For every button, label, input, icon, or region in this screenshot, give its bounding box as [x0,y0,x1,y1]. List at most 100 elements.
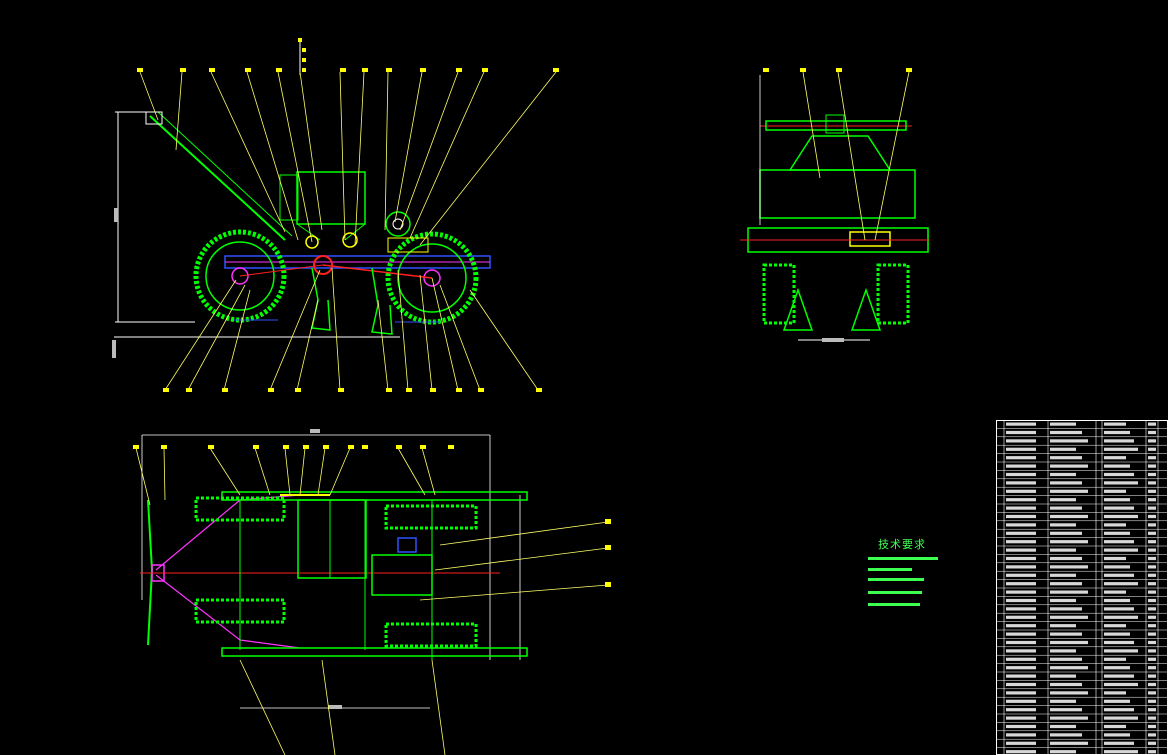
table-cell-text [1148,548,1156,552]
table-cell-text [1104,674,1134,678]
table-cell-text [1050,573,1076,577]
table-cell-text [1148,657,1156,661]
fertilizer-wheel-hub [392,218,404,230]
technical-requirements-notes [868,557,938,606]
table-cell-text [1050,531,1082,535]
table-cell-text [1104,666,1130,670]
table-cell-text [1006,565,1036,569]
right-opener-front [850,287,882,331]
table-cell-text [1050,447,1076,451]
table-cell-text [1050,674,1076,678]
table-cell-text [1148,708,1156,712]
table-cell-text [1148,456,1156,460]
table-cell-text [1104,422,1126,426]
table-cell-text [1104,573,1134,577]
table-cell-text [1050,498,1076,502]
table-cell-text [1104,523,1126,527]
hopper-front [788,135,892,171]
table-cell-text [1148,649,1156,653]
fertilizer-wheel [385,211,411,237]
bottom-callout-tags [163,388,542,392]
table-cell-text [1104,716,1138,720]
table-cell-text [1006,531,1036,535]
hitch-block [825,114,845,134]
table-cell-text [1104,456,1126,460]
table-cell-text [1006,472,1036,477]
drive-sprocket [313,255,333,275]
hopper-line [344,223,366,241]
table-cell-text [1104,691,1126,695]
table-cell-text [1148,565,1156,569]
right-wheel-front [876,263,910,325]
table-cell-text [1006,464,1036,468]
table-cell-text [1050,481,1082,485]
table-cell-text [1148,640,1156,645]
table-cell-text [1104,439,1134,443]
table-cell-text [1050,523,1076,527]
table-cell-text [1006,750,1036,754]
table-cell-text [1050,472,1076,477]
table-cell-text [1104,607,1134,611]
table-cell-text [1104,498,1130,502]
table-cell-text [1006,439,1036,443]
table-cell-text [1006,447,1036,451]
table-cell-text [1050,699,1076,703]
table-cell-text [1050,548,1076,552]
leader-tag [302,48,306,52]
seed-opener-front [311,267,331,331]
leader-tag [302,58,306,62]
table-cell-text [1050,632,1082,636]
front-view [740,68,930,342]
idler-gear [305,235,319,249]
table-cell-text [1006,674,1036,678]
table-cell-text [1104,682,1138,687]
seed-opener-rear [371,267,393,335]
front-callout-tags [763,68,912,72]
table-cell-text [1104,708,1134,712]
table-cell-text [1148,506,1156,510]
table-cell-text [1148,430,1156,435]
table-cell-text [1104,548,1138,552]
table-cell-text [1050,514,1088,519]
table-cell-text [1148,691,1156,695]
table-cell-text [1104,472,1134,477]
table-cell-text [1148,632,1156,636]
front-callout-leaders [802,71,910,241]
table-cell-text [1148,439,1156,443]
plan-callout-tags [133,445,611,587]
table-cell-text [1104,582,1138,586]
table-cell-text [1104,649,1138,653]
left-wheel-front [762,263,796,325]
table-cell-text [1104,430,1130,435]
drawbar-lower [155,574,301,649]
front-wheel-rim [205,241,275,311]
table-cell-text [1006,607,1036,611]
handle-bar [149,115,286,241]
table-cell-text [1050,430,1082,435]
table-cell-text [1050,464,1088,468]
table-cell-text [1006,556,1036,561]
table-cell-text [1148,472,1156,477]
table-cell-text [1104,598,1130,603]
table-cell-text [1006,489,1036,493]
table-cell-text [1050,489,1088,493]
table-cell-text [1006,657,1036,661]
table-cell-text [1104,750,1138,754]
table-grid [996,420,1168,755]
dimension-text [114,208,118,222]
table-cell-text [1148,598,1156,603]
table-cell-text [1006,649,1036,653]
table-cell-text [1006,640,1036,645]
table-cell-text [1050,666,1088,670]
blue-bracket [397,537,417,553]
technical-requirements-title: 技术要求 [878,538,926,551]
rear-right-wheel-plan [384,622,478,648]
table-cell-text [1104,590,1126,594]
rear-wheel-hub [423,269,441,287]
table-cell-text [1148,590,1156,594]
table-cell-text [1006,708,1036,712]
table-cell-text [1050,590,1088,594]
table-cell-text [1148,498,1156,502]
gearbox-front [849,231,891,247]
handle-bar-edge [157,111,293,237]
